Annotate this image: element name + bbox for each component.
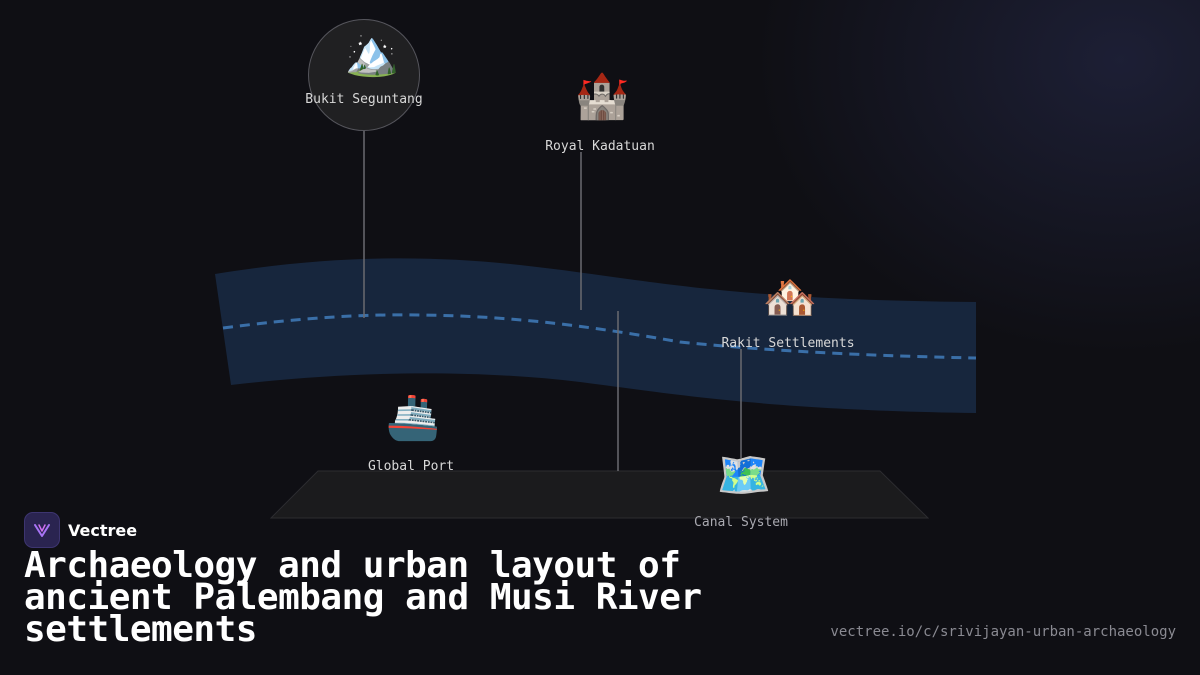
page-title: Archaeology and urban layout of ancient … <box>24 545 702 650</box>
canal-platform <box>269 470 930 519</box>
bukit-seguntang-bubble <box>308 19 420 131</box>
node-label-global-port: Global Port <box>367 459 455 474</box>
node-label-canal-system: Canal System <box>694 515 788 530</box>
map-icon: 🗺️ <box>716 450 772 501</box>
musi-river <box>215 258 976 413</box>
node-label-royal-kadatuan: Royal Kadatuan <box>545 139 655 154</box>
castle-icon: 🏰 <box>574 71 630 122</box>
source-url[interactable]: vectree.io/c/srivijayan-urban-archaeolog… <box>830 624 1176 640</box>
brand[interactable]: Vectree <box>24 512 137 548</box>
vectree-logo-icon <box>24 512 60 548</box>
brand-name: Vectree <box>68 520 138 540</box>
mountain-icon: 🏔️ <box>344 28 400 79</box>
houses-icon: 🏘️ <box>762 272 818 323</box>
node-label-rakit-settlements: Rakit Settlements <box>721 336 855 351</box>
node-label-bukit-seguntang: Bukit Seguntang <box>305 92 423 107</box>
ship-icon: 🚢 <box>385 392 441 443</box>
river-flow-path <box>222 313 977 360</box>
